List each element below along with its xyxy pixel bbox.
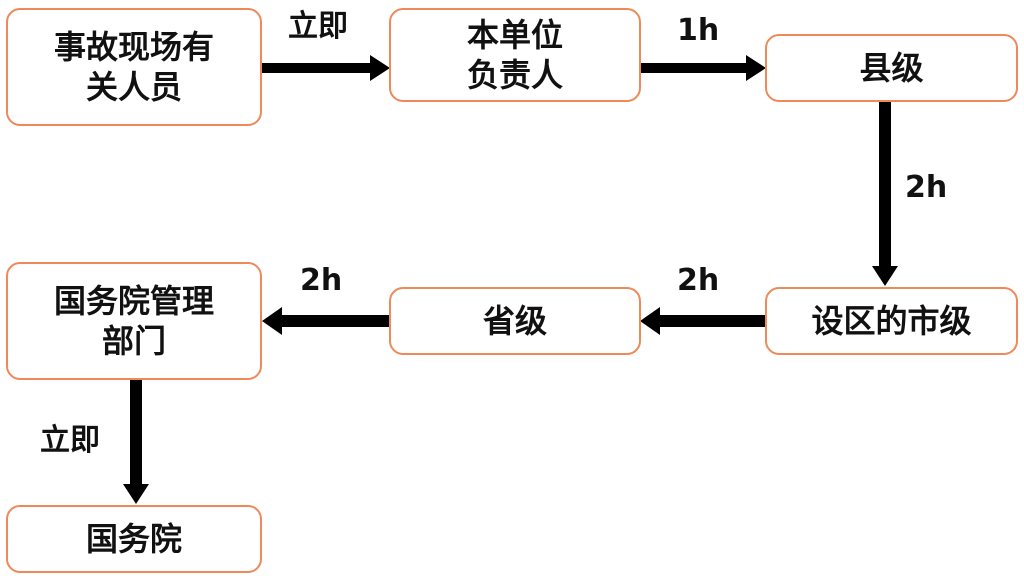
arrow-county-to-city xyxy=(872,102,898,286)
arrow-province-to-dept xyxy=(262,307,390,335)
node-province: 省级 xyxy=(389,287,641,355)
node-label: 国务院管理 部门 xyxy=(53,282,214,360)
edge-label-province-to-dept: 2h xyxy=(300,263,343,298)
arrow-dept-to-state-council xyxy=(123,380,149,504)
edge-label-scene-to-unit: 立即 xyxy=(288,9,348,44)
node-state-council-dept: 国务院管理 部门 xyxy=(6,262,262,380)
node-label: 省级 xyxy=(482,302,547,340)
edge-label-dept-to-state-council: 立即 xyxy=(40,423,100,458)
node-city: 设区的市级 xyxy=(765,287,1018,355)
edge-label-county-to-city: 2h xyxy=(905,170,948,205)
arrow-city-to-province xyxy=(640,307,766,335)
arrow-scene-to-unit xyxy=(262,55,390,81)
edge-label-city-to-province: 2h xyxy=(677,263,720,298)
edge-label-unit-to-county: 1h xyxy=(677,13,720,48)
node-label: 事故现场有 关人员 xyxy=(53,28,214,106)
node-unit-leader: 本单位 负责人 xyxy=(389,8,641,102)
node-state-council: 国务院 xyxy=(6,505,262,573)
node-label: 本单位 负责人 xyxy=(466,16,563,94)
node-county: 县级 xyxy=(765,34,1018,102)
node-label: 国务院 xyxy=(85,520,182,558)
node-label: 县级 xyxy=(859,49,924,87)
arrow-unit-to-county xyxy=(640,55,766,81)
node-label: 设区的市级 xyxy=(811,302,972,340)
node-scene-personnel: 事故现场有 关人员 xyxy=(6,8,262,126)
